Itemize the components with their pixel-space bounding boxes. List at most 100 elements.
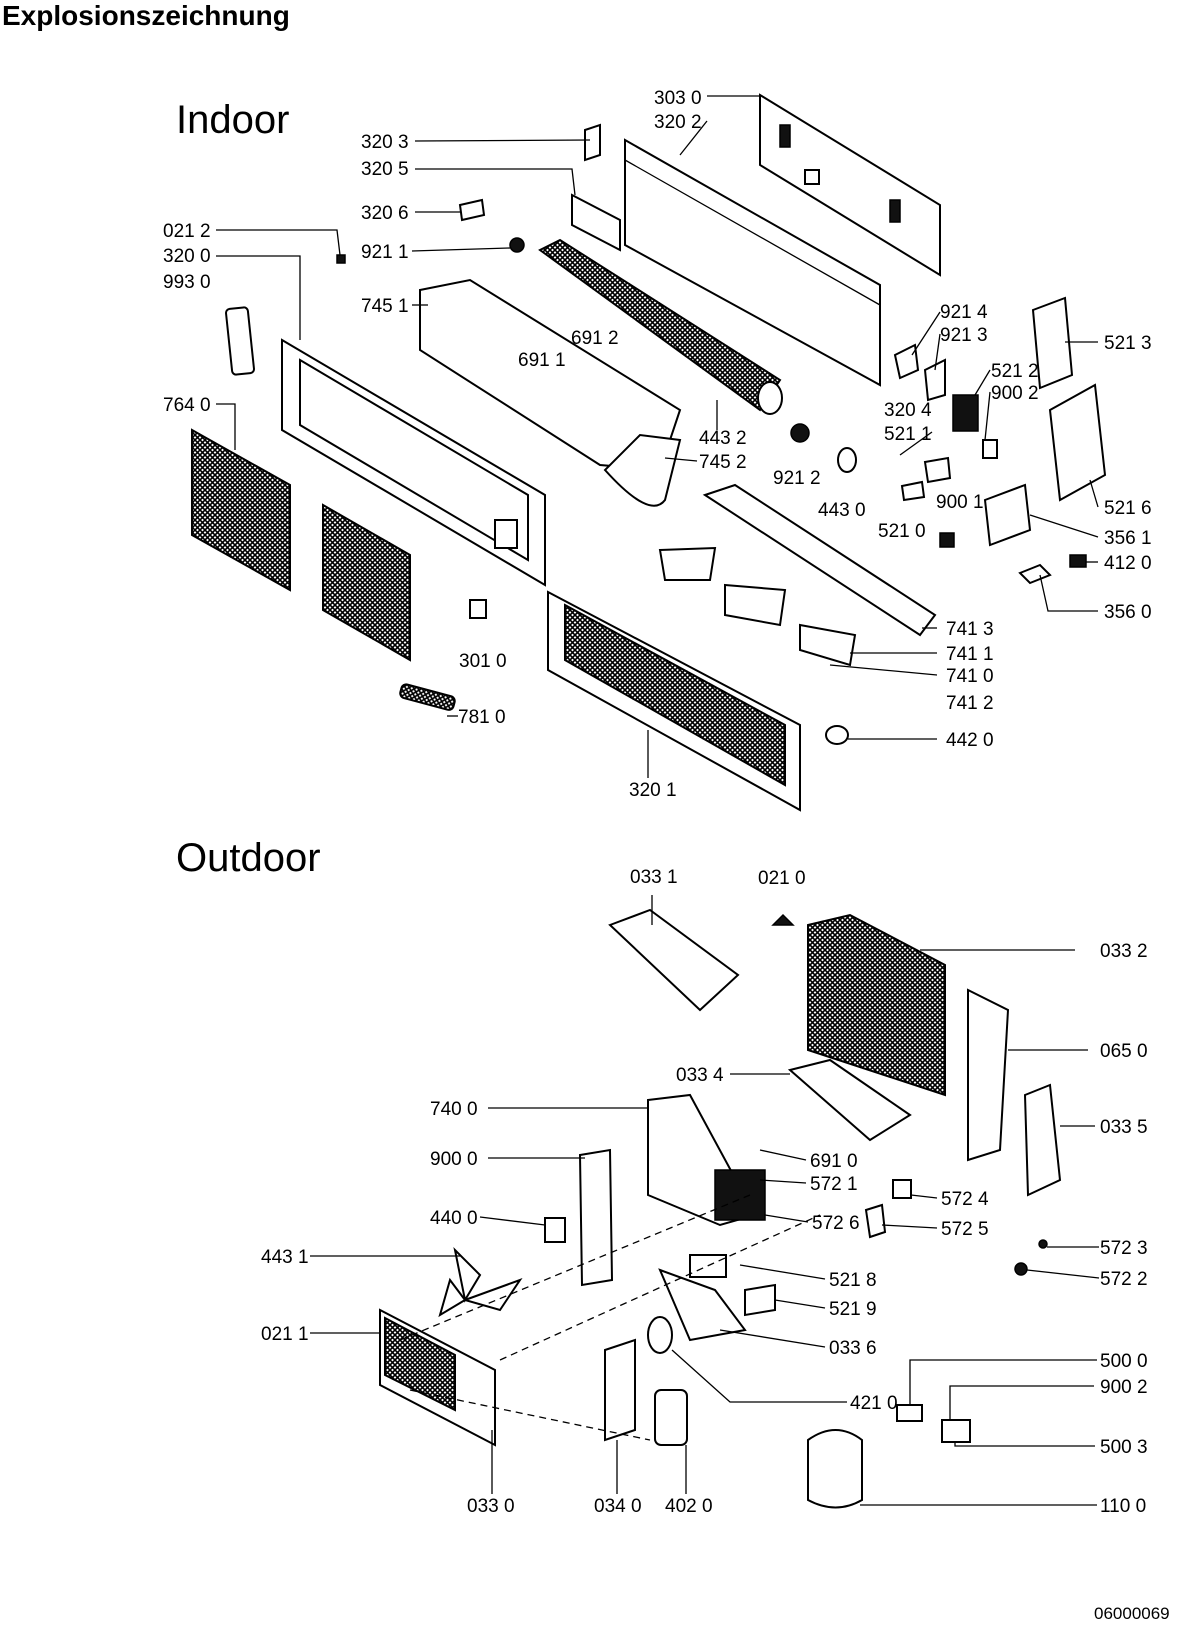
indoor-parts xyxy=(191,93,1107,812)
label-741-1: 741 1 xyxy=(946,644,994,665)
label-356-0: 356 0 xyxy=(1104,602,1152,623)
screw xyxy=(336,254,346,264)
label-521-2: 521 2 xyxy=(991,361,1039,382)
label-993-0: 993 0 xyxy=(163,272,211,293)
label-021-2: 021 2 xyxy=(163,221,211,242)
label-921-2: 921 2 xyxy=(773,468,821,489)
label-521-3: 521 3 xyxy=(1104,333,1152,354)
sensor-holder xyxy=(1069,554,1087,568)
label-572-3: 572 3 xyxy=(1100,1238,1148,1259)
label-900-0: 900 0 xyxy=(430,1149,478,1170)
label-691-2: 691 2 xyxy=(571,328,619,349)
compressor xyxy=(654,1389,688,1446)
leader-lines xyxy=(216,95,1100,1506)
air-filter-right xyxy=(322,503,411,662)
label-900-2b: 900 2 xyxy=(1100,1377,1148,1398)
label-065-0: 065 0 xyxy=(1100,1041,1148,1062)
section-heading-indoor: Indoor xyxy=(176,98,290,142)
label-402-0: 402 0 xyxy=(665,1496,713,1517)
label-500-3: 500 3 xyxy=(1100,1437,1148,1458)
label-572-5: 572 5 xyxy=(941,1219,989,1240)
label-320-4: 320 4 xyxy=(884,400,932,421)
label-033-1: 033 1 xyxy=(630,867,678,888)
pcb-part xyxy=(900,480,926,502)
label-320-1: 320 1 xyxy=(629,780,677,801)
cap-part xyxy=(584,123,601,162)
label-521-9: 521 9 xyxy=(829,1299,877,1320)
bracket-part xyxy=(571,193,621,252)
label-521-6: 521 6 xyxy=(1104,498,1152,519)
label-356-1: 356 1 xyxy=(1104,528,1152,549)
fan-motor xyxy=(837,447,857,473)
base-plate xyxy=(658,1268,747,1342)
label-521-0: 521 0 xyxy=(878,521,926,542)
terminal-board xyxy=(744,1283,776,1317)
service-valve xyxy=(1014,1262,1028,1276)
fan-end xyxy=(757,381,783,415)
mounting-plate xyxy=(759,93,941,277)
label-740-0: 740 0 xyxy=(430,1099,478,1120)
label-442-0: 442 0 xyxy=(946,730,994,751)
air-filter-left xyxy=(191,428,291,592)
bearing-holder xyxy=(893,343,920,380)
louver-blades xyxy=(658,546,857,667)
motor-bracket xyxy=(578,1148,614,1287)
outdoor-front-grille xyxy=(384,1316,456,1412)
motor-bearing xyxy=(790,423,810,443)
bearing xyxy=(509,237,525,253)
outdoor-fan-motor xyxy=(544,1217,566,1243)
label-320-2: 320 2 xyxy=(654,112,702,133)
label-034-0: 034 0 xyxy=(594,1496,642,1517)
label-741-3: 741 3 xyxy=(946,619,994,640)
valve-bracket xyxy=(864,1203,887,1239)
reversing-valve xyxy=(714,1169,766,1221)
label-033-5: 033 5 xyxy=(1100,1117,1148,1138)
side-panel xyxy=(1023,1083,1062,1197)
cover-plate xyxy=(1018,563,1052,585)
valve-part xyxy=(892,1179,912,1199)
mounting-plate-holes xyxy=(779,124,901,223)
bearing-support xyxy=(923,358,946,402)
label-521-1: 521 1 xyxy=(884,424,932,445)
label-572-4: 572 4 xyxy=(941,1189,989,1210)
valve-cap xyxy=(1038,1239,1048,1249)
label-421-0: 421 0 xyxy=(850,1393,898,1414)
clip-part xyxy=(469,599,487,619)
insulation-sheet xyxy=(983,483,1032,547)
label-320-0: 320 0 xyxy=(163,246,211,267)
label-921-4: 921 4 xyxy=(940,302,988,323)
propeller-fan xyxy=(438,1246,523,1318)
label-921-1: 921 1 xyxy=(361,242,409,263)
label-764-0: 764 0 xyxy=(163,395,211,416)
outdoor-parts xyxy=(379,908,1062,1509)
label-500-0: 500 0 xyxy=(1100,1351,1148,1372)
label-303-0: 303 0 xyxy=(654,88,702,109)
label-443-1: 443 1 xyxy=(261,1247,309,1268)
side-grille xyxy=(807,913,946,1097)
connector xyxy=(939,532,955,548)
label-320-6: 320 6 xyxy=(361,203,409,224)
label-741-0: 741 0 xyxy=(946,666,994,687)
part-labels: 303 0 320 2 320 3 320 5 320 6 021 2 921 … xyxy=(163,88,1152,1517)
label-301-0: 301 0 xyxy=(459,651,507,672)
page-title: Explosionszeichnung xyxy=(2,0,290,31)
front-housing-face xyxy=(299,358,529,562)
partition-plate xyxy=(967,988,1010,1162)
label-110-0: 110 0 xyxy=(1100,1496,1146,1517)
block-part xyxy=(458,198,486,222)
electrical-box xyxy=(787,1058,912,1142)
louver-frame xyxy=(702,483,937,637)
label-900-2a: 900 2 xyxy=(991,383,1039,404)
capacitor xyxy=(647,1316,673,1354)
label-900-1: 900 1 xyxy=(936,492,984,513)
drawing-number: 06000069 xyxy=(1094,1604,1170,1623)
swing-motor xyxy=(825,725,849,745)
label-021-1: 021 1 xyxy=(261,1324,309,1345)
compressor-jacket xyxy=(807,1429,863,1509)
relay xyxy=(941,1419,971,1443)
display-window xyxy=(494,519,518,549)
label-320-5: 320 5 xyxy=(361,159,409,180)
label-741-2: 741 2 xyxy=(946,693,994,714)
label-033-0: 033 0 xyxy=(467,1496,515,1517)
tangential-fan xyxy=(538,238,782,412)
